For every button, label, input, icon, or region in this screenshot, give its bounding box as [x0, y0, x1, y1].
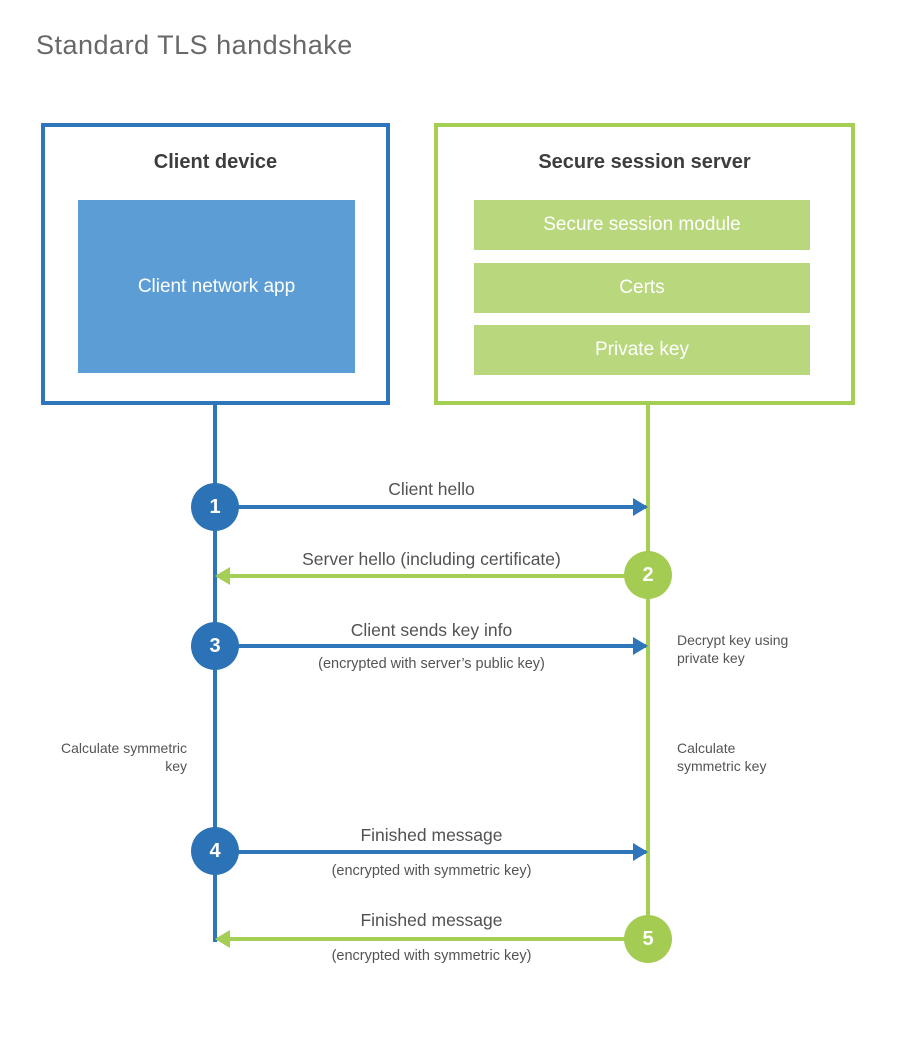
step-circle-4: 4	[191, 827, 239, 875]
arrowhead-left-icon	[215, 567, 230, 585]
step-circle-3: 3	[191, 622, 239, 670]
step-number: 1	[209, 495, 221, 518]
step-number: 2	[642, 563, 654, 586]
client-network-app-label: Client network app	[137, 275, 296, 297]
step-circle-2: 2	[624, 551, 672, 599]
server-module-label: Private key	[595, 339, 689, 360]
note-decrypt-key: Decrypt key using private key	[677, 632, 789, 666]
message-sub-finished-server: (encrypted with symmetric key)	[331, 948, 532, 964]
client-device-box: Client device Client network app	[41, 123, 390, 405]
message-label-finished-client: Finished message	[360, 825, 503, 845]
page-title: Standard TLS handshake	[36, 30, 353, 60]
message-label-client-hello: Client hello	[388, 479, 475, 499]
step-number: 3	[209, 634, 221, 657]
server-title: Secure session server	[538, 151, 751, 173]
arrow-client-hello	[217, 505, 646, 509]
message-label-server-hello: Server hello (including certificate)	[302, 549, 561, 569]
arrow-key-info	[217, 644, 646, 648]
step-circle-1: 1	[191, 483, 239, 531]
arrow-server-hello	[217, 574, 646, 578]
message-label-finished-server: Finished message	[360, 910, 503, 930]
note-calc-symmetric-right: Calculate symmetric key	[677, 740, 767, 774]
arrow-finished-client	[217, 850, 646, 854]
client-device-title: Client device	[153, 151, 278, 173]
arrowhead-right-icon	[633, 498, 648, 516]
server-module-label: Secure session module	[543, 214, 741, 235]
arrowhead-right-icon	[633, 843, 648, 861]
client-lifeline	[213, 405, 217, 942]
message-label-key-info: Client sends key info	[350, 620, 513, 640]
arrowhead-right-icon	[633, 637, 648, 655]
message-sub-key-info: (encrypted with server’s public key)	[318, 656, 545, 672]
step-number: 5	[642, 927, 654, 950]
server-lifeline	[646, 405, 650, 961]
server-module-secure-session: Secure session module	[474, 200, 810, 250]
step-circle-5: 5	[624, 915, 672, 963]
note-calc-symmetric-left: Calculate symmetric key	[60, 740, 187, 774]
arrowhead-left-icon	[215, 930, 230, 948]
step-number: 4	[209, 839, 221, 862]
message-sub-finished-client: (encrypted with symmetric key)	[331, 863, 532, 879]
server-module-private-key: Private key	[474, 325, 810, 375]
server-box: Secure session server Secure session mod…	[434, 123, 855, 405]
client-network-app-box: Client network app	[78, 200, 355, 373]
server-module-certs: Certs	[474, 263, 810, 313]
server-module-label: Certs	[619, 277, 665, 298]
arrow-finished-server	[217, 937, 646, 941]
